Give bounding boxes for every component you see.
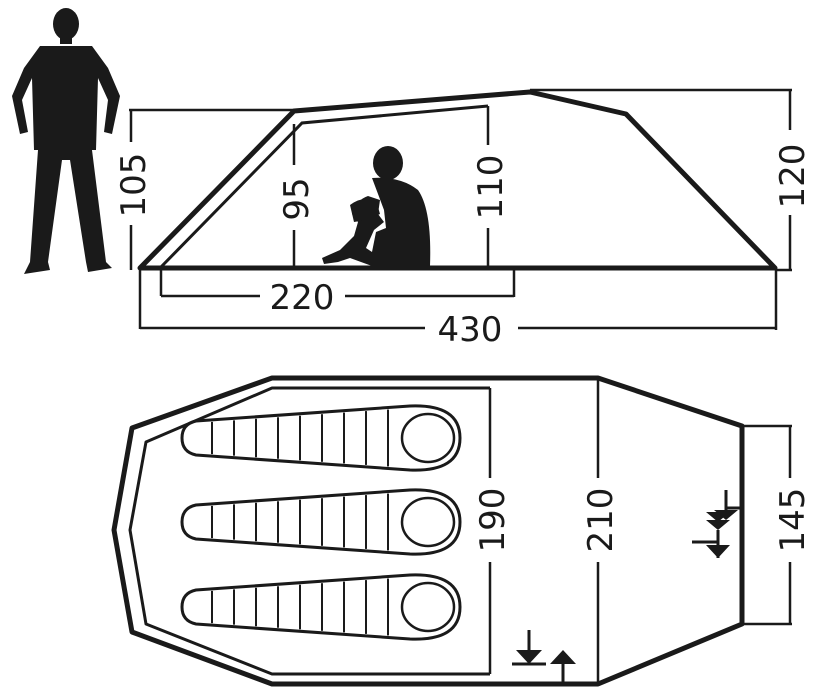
sleeping-bag: [180, 488, 462, 556]
standing-person-icon: [12, 8, 120, 274]
floor-plan: 190 210 145: [111, 375, 813, 687]
dim-length-inner: 220: [159, 270, 516, 318]
side-view: 105 95 110 120 220: [12, 8, 813, 350]
dim-label-190: 190: [473, 488, 513, 553]
entrance-arrows-icon: [512, 630, 576, 684]
sleeping-bags: [180, 404, 462, 641]
dim-height-front: 105: [114, 108, 296, 270]
tent-outline: [137, 89, 778, 271]
dim-height-peak: 110: [471, 106, 511, 268]
dim-label-120: 120: [773, 144, 813, 209]
dim-length-total: 430: [138, 270, 778, 350]
dim-label-220: 220: [270, 278, 335, 318]
footprint-outline: [111, 375, 745, 687]
dim-height-inner: 95: [277, 124, 317, 268]
dim-height-rear: 120: [530, 88, 813, 272]
entrance-arrows-icon: [692, 490, 740, 558]
dim-vestibule-width: 145: [742, 424, 813, 626]
dim-label-430: 430: [438, 310, 503, 350]
dim-label-145: 145: [773, 488, 813, 553]
dim-label-95: 95: [277, 177, 317, 220]
sitting-person-icon: [322, 146, 431, 266]
dim-label-105: 105: [114, 153, 154, 218]
dim-label-210: 210: [581, 488, 621, 553]
dim-sleeping-length: 190: [473, 388, 513, 674]
inner-floor-outline: [128, 386, 490, 676]
dim-inner-width: 210: [581, 378, 621, 684]
dim-label-110: 110: [471, 155, 511, 220]
sleeping-bag: [180, 404, 462, 472]
sleeping-bag: [180, 573, 462, 641]
inner-tent-line: [158, 104, 489, 270]
